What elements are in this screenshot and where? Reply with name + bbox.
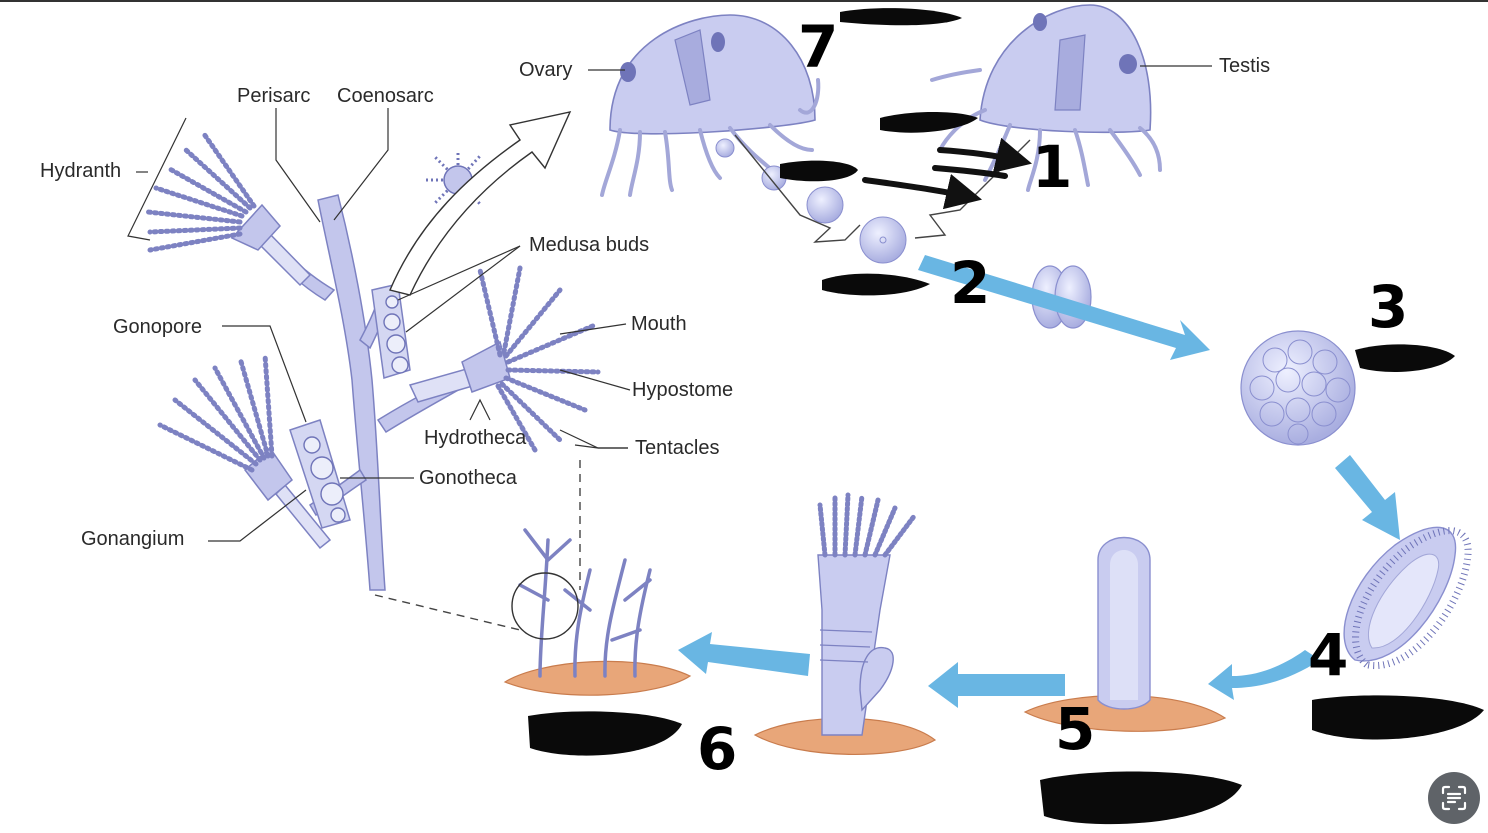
magnifier-circle xyxy=(511,572,579,640)
label-hydranth: Hydranth xyxy=(40,160,122,182)
label-tentacles: Tentacles xyxy=(635,437,720,459)
arrow-planula-to-settled xyxy=(1208,650,1320,700)
redactions xyxy=(528,8,1484,825)
arrow-settled-to-polyp xyxy=(928,662,1065,708)
gametes xyxy=(715,138,907,264)
arrow-zygote-to-blastula xyxy=(918,255,1210,360)
blastula xyxy=(1240,330,1356,446)
main-stalk xyxy=(317,194,386,591)
hydroid-colony xyxy=(230,194,511,591)
medusa-bud-gonangium xyxy=(371,283,411,379)
medusa-bud-circles xyxy=(303,295,409,523)
handwritten-number-7: 7 xyxy=(798,13,839,81)
label-hypostome: Hypostome xyxy=(632,379,734,401)
arrow-blastula-to-planula xyxy=(1335,455,1400,540)
redaction-7 xyxy=(840,8,962,26)
redaction-4 xyxy=(1312,695,1484,740)
young-polyp xyxy=(817,492,918,736)
settled-larva-highlight xyxy=(1110,550,1138,700)
redaction-top-middle xyxy=(880,112,978,133)
redaction-6 xyxy=(528,711,682,756)
blue-cycle-arrows xyxy=(678,255,1400,708)
handwritten-number-3: 3 xyxy=(1368,273,1409,341)
text-scan-button[interactable] xyxy=(1428,772,1480,824)
habitat-link-1 xyxy=(374,594,521,631)
redaction-2 xyxy=(822,273,930,296)
label-hydrotheca: Hydrotheca xyxy=(424,427,527,449)
handwritten-number-6: 6 xyxy=(697,715,738,783)
planula-larva xyxy=(1343,526,1472,670)
colony-leader-lines xyxy=(127,108,631,542)
handwritten-number-5: 5 xyxy=(1055,695,1096,763)
redaction-5 xyxy=(1040,771,1242,825)
bud-release-arrow xyxy=(389,111,572,296)
small-colony xyxy=(518,528,652,678)
hydranth-cup xyxy=(230,203,282,251)
ground-stage-6 xyxy=(753,717,937,755)
female-medusa xyxy=(600,14,821,197)
label-coenosarc: Coenosarc xyxy=(337,85,434,107)
sperm-path-outline xyxy=(914,139,1031,239)
label-perisarc: Perisarc xyxy=(237,85,311,107)
label-mouth: Mouth xyxy=(631,313,687,335)
label-ovary: Ovary xyxy=(519,59,573,81)
redaction-3 xyxy=(1355,344,1455,372)
handwritten-number-2: 2 xyxy=(950,249,991,317)
arrow-polyp-to-colony xyxy=(678,632,810,676)
handwritten-number-4: 4 xyxy=(1308,621,1349,689)
upper-hydranth-tentacles xyxy=(145,131,257,253)
ground-stage-5 xyxy=(1023,694,1227,732)
redaction-left-arrow xyxy=(780,160,858,182)
text-scan-icon xyxy=(1441,785,1467,811)
handwritten-number-1: 1 xyxy=(1032,133,1073,201)
label-gonotheca: Gonotheca xyxy=(419,467,517,489)
handwritten-arrows xyxy=(862,137,1033,210)
label-gonopore: Gonopore xyxy=(113,316,202,338)
lower-hydranth-tentacles xyxy=(157,352,275,473)
zygote xyxy=(859,216,907,264)
label-testis: Testis xyxy=(1219,55,1271,77)
habitat-ground xyxy=(503,660,692,696)
right-hydranth-tentacles xyxy=(477,265,601,453)
egg-path-outline xyxy=(734,134,861,243)
label-gonangium: Gonangium xyxy=(81,528,185,550)
label-medusa-buds: Medusa buds xyxy=(529,234,650,256)
